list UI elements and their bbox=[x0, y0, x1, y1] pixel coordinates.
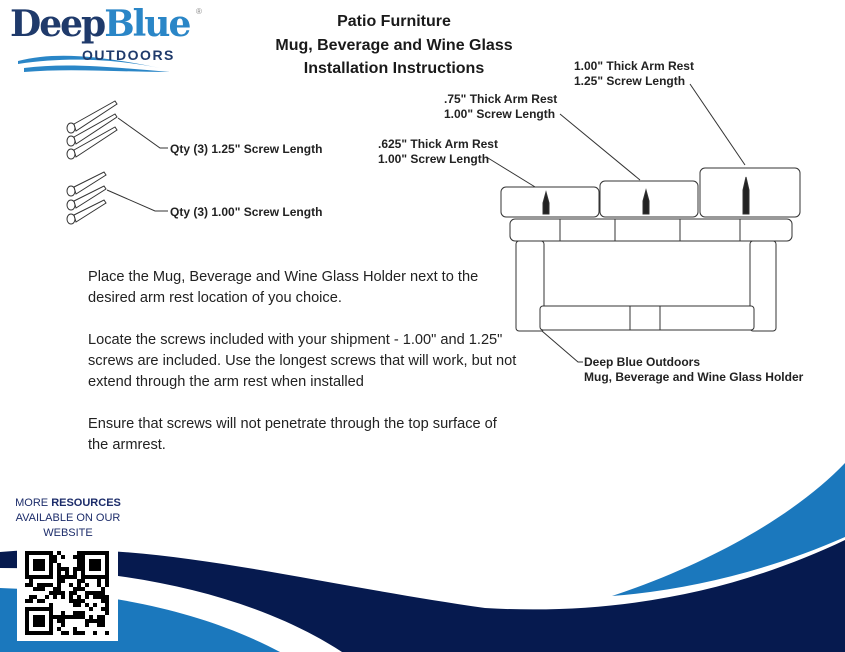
screw-label-100: Qty (3) 1.00" Screw Length bbox=[170, 205, 323, 219]
website-qr-code[interactable] bbox=[17, 543, 118, 641]
screw-label-125: Qty (3) 1.25" Screw Length bbox=[170, 142, 323, 156]
label-line: 1.00" Thick Arm Rest bbox=[574, 59, 694, 73]
label-line: .625" Thick Arm Rest bbox=[378, 137, 498, 151]
label-line: Mug, Beverage and Wine Glass Holder bbox=[584, 370, 804, 384]
resources-text: MORE RESOURCES AVAILABLE ON OUR WEBSITE bbox=[8, 496, 128, 541]
navy-wave bbox=[0, 540, 845, 652]
resources-bold: RESOURCES bbox=[51, 497, 121, 509]
resources-pre: MORE bbox=[15, 497, 52, 509]
deepblue-logo: DeepBlue ® OUTDOORS bbox=[10, 5, 210, 80]
registered-mark: ® bbox=[196, 7, 202, 16]
label-line: 1.25" Screw Length bbox=[574, 74, 686, 88]
resources-line: AVAILABLE ON OUR bbox=[15, 512, 121, 524]
resources-line: WEBSITE bbox=[43, 527, 93, 539]
title-line: Patio Furniture bbox=[337, 13, 451, 30]
label-line: .75" Thick Arm Rest bbox=[444, 92, 558, 106]
label-line: Deep Blue Outdoors bbox=[584, 355, 701, 369]
title-line: Installation Instructions bbox=[303, 60, 485, 77]
logo-brand-text: DeepBlue bbox=[10, 3, 191, 45]
instruction-paragraph: Ensure that screws will not penetrate th… bbox=[88, 416, 497, 453]
instruction-paragraph: Place the Mug, Beverage and Wine Glass H… bbox=[88, 269, 479, 306]
blue-swoosh-right bbox=[612, 463, 845, 596]
qr-code-icon bbox=[25, 551, 109, 635]
label-line: 1.00" Screw Length bbox=[378, 152, 490, 166]
logo-wave-icon bbox=[18, 55, 170, 72]
title-line: Mug, Beverage and Wine Glass bbox=[275, 36, 513, 54]
instruction-paragraph: Locate the screws included with your shi… bbox=[88, 332, 517, 390]
logo-subtitle: OUTDOORS bbox=[82, 47, 175, 63]
label-line: 1.00" Screw Length bbox=[444, 107, 556, 121]
